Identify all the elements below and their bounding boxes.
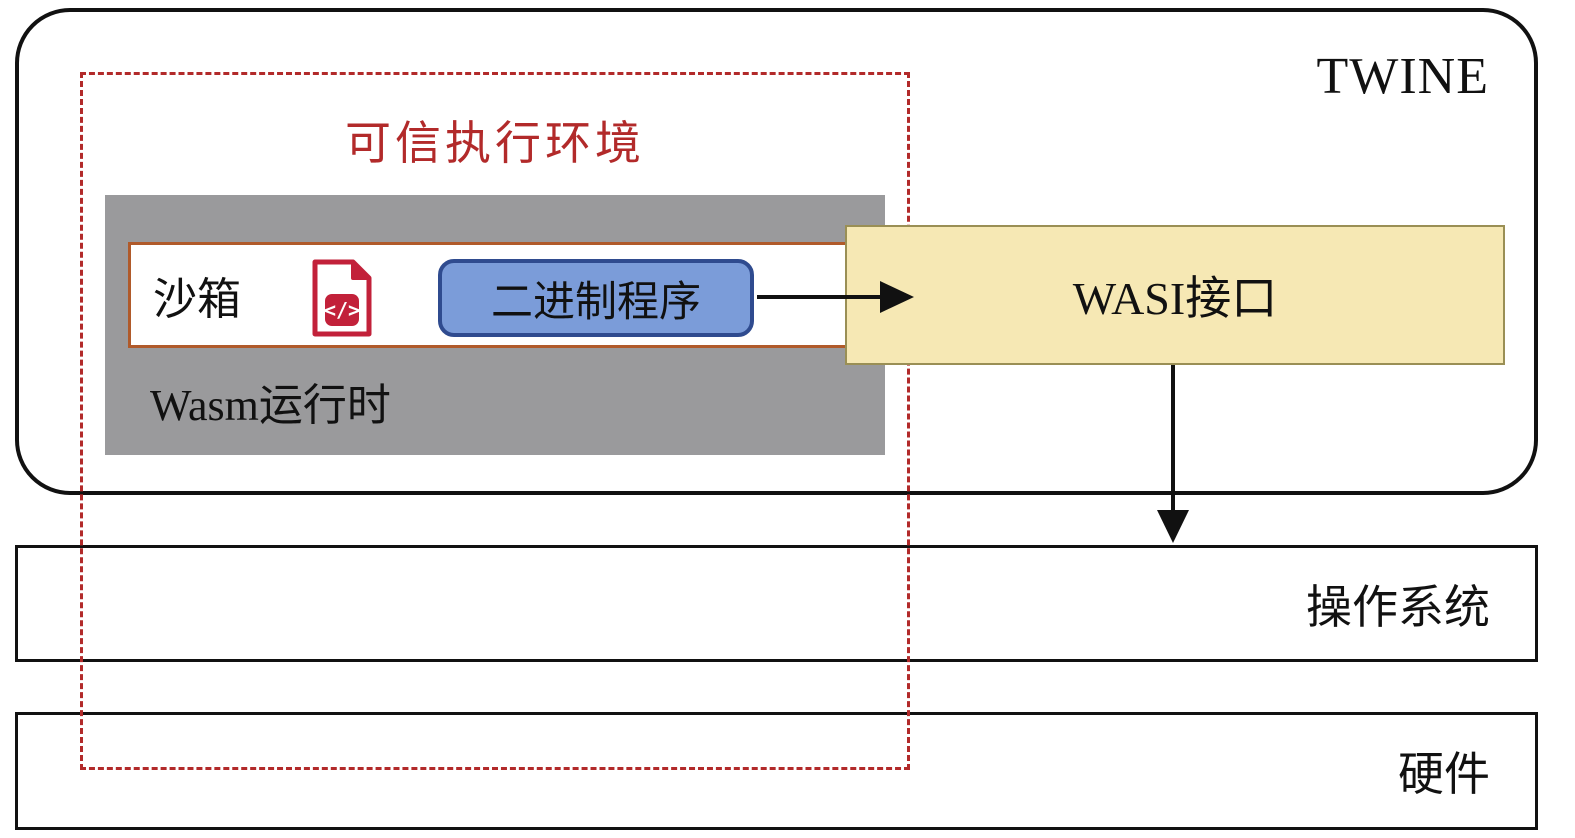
hardware-label: 硬件 [1398, 749, 1490, 800]
twine-title: TWINE [1316, 48, 1489, 105]
wasm-binary-file-icon: </> [309, 258, 375, 338]
hardware-box: 硬件 [15, 712, 1538, 830]
tee-boundary-box: 可信执行环境 [80, 72, 910, 770]
binary-program-box: 二进制程序 [438, 259, 754, 337]
wasi-to-os-arrowhead [1157, 510, 1189, 543]
wasi-interface-label: WASI接口 [1072, 273, 1278, 324]
wasi-interface-box: WASI接口 [845, 225, 1505, 365]
os-label: 操作系统 [1306, 581, 1490, 633]
wasm-runtime-label: Wasm运行时 [150, 381, 391, 430]
os-box: 操作系统 [15, 545, 1538, 662]
binary-program-label: 二进制程序 [490, 279, 701, 326]
wasm-runtime-box: 沙箱 </> 二进制程序 Wasm运行时 [105, 195, 885, 455]
sandbox-label: 沙箱 [153, 275, 241, 324]
sandbox-box: 沙箱 </> 二进制程序 [128, 242, 885, 348]
svg-text:</>: </> [324, 298, 360, 322]
tee-label: 可信执行环境 [345, 118, 645, 169]
